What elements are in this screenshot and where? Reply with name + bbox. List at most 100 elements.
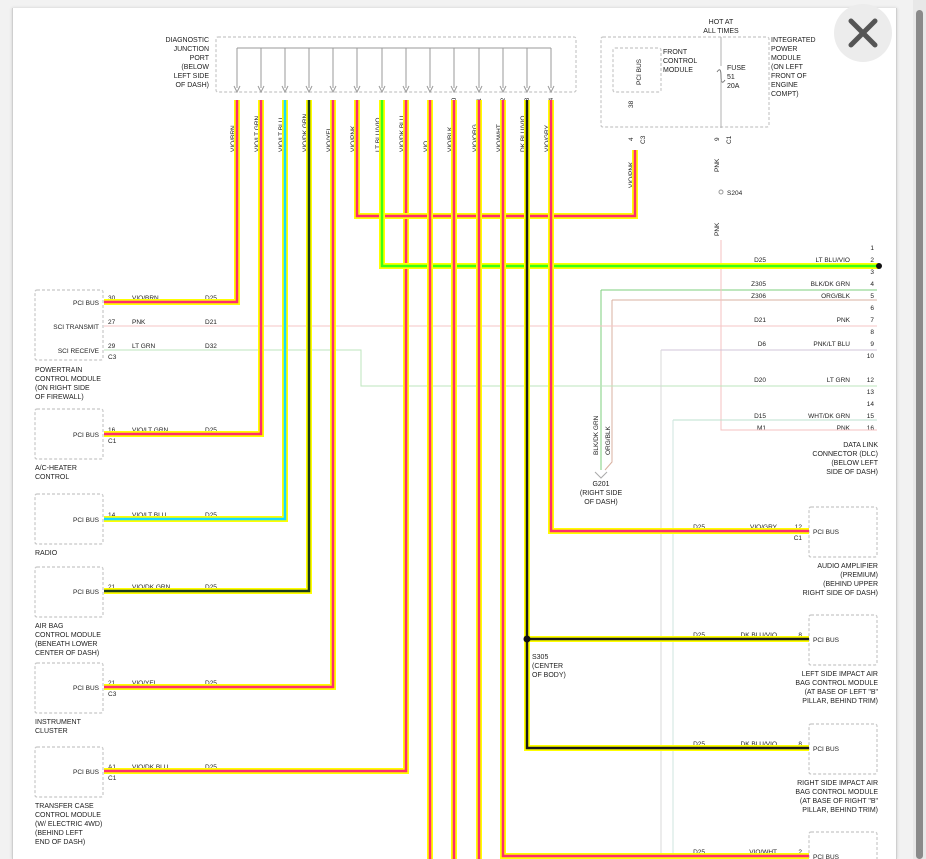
junction-pin-wire-color: VIO/BLK [447, 126, 454, 152]
right-module-pin-number: 8 [798, 741, 802, 748]
pcm-pin-number: 27 [108, 319, 116, 326]
right-module-name-line: (BEHIND UPPER [823, 581, 878, 588]
junction-pin-wire-color: VIO/ORG [472, 124, 479, 152]
left-module-wire-color: VIO/LT GRN [132, 427, 169, 434]
dlc-pin-number: 1 [870, 245, 874, 252]
pcm-pci-bus-wire-casing [104, 100, 240, 305]
pin-arrow [499, 85, 507, 94]
dlc-pin-2-dot [876, 263, 882, 269]
junction-pin-wire-color: VIO/YEL [326, 126, 333, 152]
data-link-connector-label-line: SIDE OF DASH) [826, 469, 878, 476]
diagnostic-junction-port-label-line: LEFT SIDE [174, 73, 210, 80]
ground-wire-blk-dk-grn: BLK/DK GRN [593, 415, 600, 455]
splice-s305-label-line: S305 [532, 654, 548, 661]
left-module-name-line: CENTER OF DASH) [35, 650, 99, 657]
powertrain-control-module-name-line: (ON RIGHT SIDE [35, 385, 90, 392]
diagnostic-junction-port-label-line: PORT [190, 55, 210, 62]
fcm-pin-38: 38 [628, 100, 635, 108]
pin-arrow [353, 85, 361, 94]
diagnostic-junction-port-label-line: (BELOW [181, 64, 209, 71]
left-module-pin-number: 16 [108, 427, 116, 434]
left-module-pin-number: 14 [108, 512, 116, 519]
left-module-box [34, 662, 104, 714]
left-module-name-line: RADIO [35, 550, 58, 557]
left-module-box [34, 566, 104, 618]
right-module-name-line: (PREMIUM) [840, 572, 878, 579]
scrollbar-thumb[interactable] [916, 10, 923, 859]
left-module-name-line: AIR BAG [35, 623, 63, 630]
left-module-wire-color: VIO/DK BLU [132, 764, 169, 771]
radio-pci-bus-wire-casing [104, 100, 288, 522]
dlc-circuit-code: D21 [754, 317, 766, 324]
dlc-pin-number: 16 [867, 425, 875, 432]
front-control-module-label-line: CONTROL [663, 58, 697, 65]
fuse-51-label-line: FUSE [727, 65, 746, 72]
left-module-circuit-code: D25 [205, 512, 217, 519]
right-module-pci-bus-label: PCI BUS [813, 637, 840, 644]
pcm-pci-bus-wire [104, 100, 239, 304]
dlc-wire-color: BLK/DK GRN [811, 281, 851, 288]
pin-arrow [547, 85, 555, 94]
close-button[interactable] [834, 4, 892, 62]
ground-g201-label-line: OF DASH) [584, 499, 617, 506]
front-control-module-label-line: MODULE [663, 67, 693, 74]
integrated-power-module-label-line: FRONT OF [771, 73, 807, 80]
pcm-pin-label: SCI RECEIVE [58, 348, 100, 355]
m1-pnk-wire [720, 240, 877, 431]
powertrain-control-module-name-line: CONTROL MODULE [35, 376, 101, 383]
diagnostic-junction-port-box [215, 36, 577, 93]
pin-arrow [305, 85, 313, 94]
transfer-case-pci-bus-wire [104, 100, 408, 773]
dlc-circuit-code: Z305 [751, 281, 766, 288]
hot-at-all-times-label-line: ALL TIMES [703, 28, 739, 35]
junction-pin-wire-color: VIO/BRN [230, 125, 237, 152]
dlc-pin-number: 9 [870, 341, 874, 348]
junction-pin-wire-color: VIO/DK GRN [302, 113, 309, 152]
splice-s305-label-line: OF BODY) [532, 672, 566, 679]
left-module-wire-color: VIO/YEL [132, 680, 158, 687]
junction-pin-wire-color: VIO/LT GRN [254, 115, 261, 152]
vio-wht-wire-pin-12 [501, 100, 809, 858]
splice-s204-dot [718, 189, 724, 195]
fcm-wire-vio-pnk: VIO/PNK [628, 161, 635, 188]
left-module-pci-bus-label: PCI BUS [73, 517, 100, 524]
audio-amp-pci-bus-wire-casing [548, 100, 809, 534]
dlc-circuit-code: M1 [757, 425, 766, 432]
right-module-name-line: LEFT SIDE IMPACT AIR [802, 671, 878, 678]
right-module-wire-color: VIO/WHT [749, 849, 777, 856]
pcm-connector: C3 [108, 354, 117, 361]
junction-pin-wire-color: DK BLU/VIO [520, 116, 527, 152]
dlc-wire-color: PNK [837, 425, 851, 432]
left-module-pci-bus-label: PCI BUS [73, 432, 100, 439]
close-icon [848, 18, 878, 48]
left-module-box [34, 746, 104, 798]
pcm-circuit-code: D21 [205, 319, 217, 326]
dlc-pin-number: 5 [870, 293, 874, 300]
left-module-name-line: CONTROL MODULE [35, 632, 101, 639]
right-module-name-line: (AT BASE OF RIGHT "B" [800, 798, 879, 805]
dlc-pin-number: 7 [870, 317, 874, 324]
diagnostic-junction-port-label-line: JUNCTION [174, 46, 209, 53]
right-module-wire-color: DK BLU/VIO [741, 632, 777, 639]
right-module-pci-bus-label: PCI BUS [813, 529, 840, 536]
dlc-circuit-code: D25 [754, 257, 766, 264]
left-module-circuit-code: D25 [205, 584, 217, 591]
dlc-pin-number: 13 [867, 389, 875, 396]
left-module-wire-color: VIO/LT BLU [132, 512, 167, 519]
right-module-name-line: PILLAR, BEHIND TRIM) [802, 807, 878, 814]
ac-heater-pci-bus-wire [104, 100, 263, 436]
junction-pin-wire-color: VIO/WHT [496, 124, 503, 152]
integrated-power-module-box [600, 36, 770, 128]
right-module-circuit-code: D25 [693, 524, 705, 531]
left-module-name-line: CLUSTER [35, 728, 68, 735]
diagnostic-junction-port-label-line: OF DASH) [176, 82, 209, 89]
audio-amp-pci-bus-wire [549, 100, 809, 533]
dlc-pin-number: 8 [870, 329, 874, 336]
fuse-symbol [716, 69, 726, 83]
left-module-name-line: INSTRUMENT [35, 719, 82, 726]
data-link-connector-label-line: CONNECTOR (DLC) [812, 451, 878, 458]
ipm-wire-pnk: PNK [714, 158, 721, 172]
dlc-wire-color: PNK/LT BLU [813, 341, 850, 348]
